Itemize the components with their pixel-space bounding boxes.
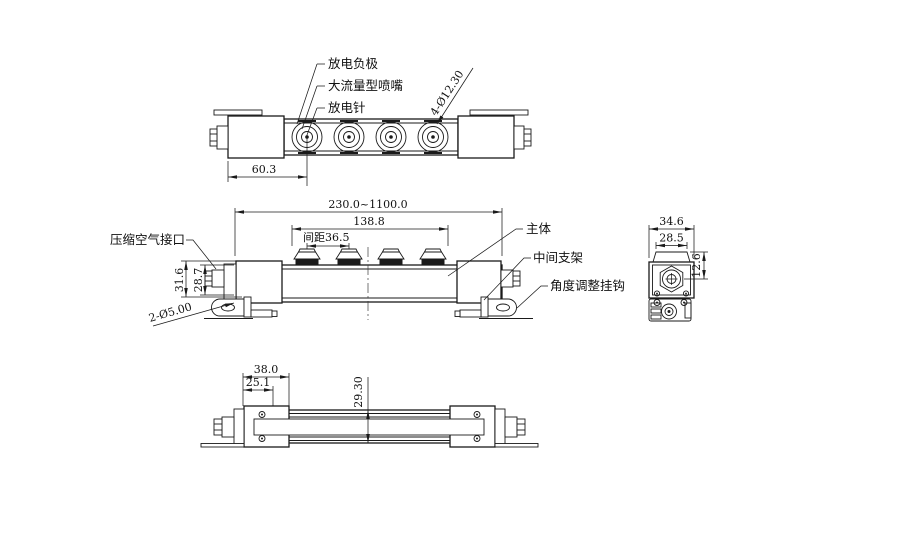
dim-overall-length-text: 230.0~1100.0: [328, 198, 407, 211]
dimension-arrowhead: [340, 244, 349, 248]
dimension-arrowhead: [298, 175, 307, 179]
label-discharge-needle: 放电针: [306, 100, 366, 186]
high-flow-nozzle-text: 大流量型喷嘴: [328, 78, 404, 93]
bottom-view: 38.0 25.1 29.30: [200, 363, 539, 448]
nozzle-front-2: [335, 248, 363, 265]
dim-pin-group-length: 138.8: [291, 215, 449, 246]
dim-side-width-outer-text: 34.6: [659, 215, 684, 228]
side-view-body: [648, 251, 695, 299]
dimension-arrowhead: [678, 243, 687, 248]
top-view-bar-body: [209, 115, 532, 159]
discharge-needle-text: 放电针: [328, 100, 366, 115]
dim-bottom-bar-height-text: 29.30: [352, 376, 365, 408]
dimension-arrowhead: [228, 175, 237, 179]
dimension-arrowhead: [264, 388, 273, 392]
side-view-hook-bracket: [648, 298, 692, 322]
dimension-arrowhead: [702, 252, 706, 261]
dim-height-inner-text: 28.7: [192, 268, 205, 293]
nozzle-top-4: [417, 120, 449, 154]
front-view-bar-body: [204, 260, 521, 304]
dimension-arrowhead: [656, 243, 665, 248]
dimension-arrowhead: [649, 227, 658, 231]
dim-first-pin-offset-text: 60.3: [252, 163, 277, 176]
dimension-arrowhead: [243, 375, 252, 379]
dimension-arrowhead: [203, 286, 207, 295]
label-middle-bracket: 中间支架: [483, 250, 583, 301]
dim-side-top-height-text: 12.6: [690, 253, 703, 278]
dim-bottom-end-width-text: 38.0: [254, 363, 279, 376]
main-body-text: 主体: [526, 221, 552, 236]
label-high-flow-nozzle: 大流量型喷嘴: [301, 78, 404, 130]
label-angle-hook: 角度调整挂钩: [516, 278, 625, 309]
dim-bottom-bar-height: 29.30: [352, 376, 370, 443]
label-air-inlet: 压缩空气接口: [110, 232, 217, 270]
air-inlet-text: 压缩空气接口: [110, 232, 185, 247]
dimension-arrowhead: [224, 303, 234, 308]
dim-pin-pitch-text: 间距36.5: [303, 231, 350, 244]
nozzle-top-3: [375, 120, 407, 154]
dimension-arrowhead: [243, 388, 252, 392]
label-discharge-negative-electrode: 放电负极: [296, 56, 379, 125]
dimension-arrowhead: [292, 227, 301, 231]
dimension-arrowhead: [307, 244, 316, 248]
dimension-arrowhead: [685, 227, 694, 231]
dim-bottom-end-inner-width-text: 25.1: [246, 376, 271, 389]
top-view: 放电负极 大流量型喷嘴 放电针 4-Ø12.30 60.3: [209, 56, 532, 186]
dimension-arrowhead: [203, 265, 207, 274]
top-view-left-foot-plate: [213, 109, 263, 116]
dimension-arrowhead: [437, 115, 444, 124]
dim-side-width-inner: 28.5: [655, 232, 688, 249]
dimension-arrowhead: [366, 410, 370, 419]
nozzle-front-3: [377, 248, 405, 265]
dim-pin-group-length-text: 138.8: [353, 215, 385, 228]
dim-overall-length: 230.0~1100.0: [234, 198, 503, 256]
dimension-arrowhead: [439, 227, 448, 231]
angle-hook-text: 角度调整挂钩: [550, 278, 625, 293]
dim-side-width-inner-text: 28.5: [659, 232, 684, 245]
nozzle-hole-callout-text: 4-Ø12.30: [428, 68, 467, 118]
bottom-view-bar: [200, 405, 539, 448]
dim-pin-pitch: 间距36.5: [303, 231, 350, 250]
label-main-body: 主体: [447, 221, 552, 277]
dim-height-outer: 31.6: [173, 260, 242, 298]
dimension-arrowhead: [493, 210, 502, 214]
middle-bracket-text: 中间支架: [533, 250, 583, 265]
nozzle-top-2: [333, 120, 365, 154]
dimension-arrowhead: [280, 375, 289, 379]
dimension-arrowhead: [702, 270, 706, 279]
side-view: 34.6 28.5 12.6: [648, 215, 708, 322]
top-view-right-foot-plate: [469, 109, 529, 116]
dim-height-inner: 28.7: [192, 264, 234, 296]
dimension-arrowhead: [184, 288, 188, 297]
dimension-arrowhead: [184, 261, 188, 270]
front-view: 230.0~1100.0 138.8 间距36.5: [110, 198, 625, 327]
dimension-arrowhead: [235, 210, 244, 214]
dim-bottom-end-inner-width: 25.1: [243, 376, 274, 406]
dim-side-top-height: 12.6: [684, 251, 708, 280]
discharge-negative-electrode-text: 放电负极: [328, 56, 379, 71]
dim-height-outer-text: 31.6: [173, 268, 186, 293]
dim-first-pin-offset: 60.3: [227, 161, 307, 182]
front-view-right-foot: [454, 296, 533, 319]
dimension-arrowhead: [366, 434, 370, 443]
dim-side-width-outer: 34.6: [648, 215, 695, 258]
dim-bottom-end-width: 38.0: [242, 363, 290, 406]
nozzle-front-4: [419, 248, 447, 265]
nozzle-front-1: [293, 248, 321, 265]
